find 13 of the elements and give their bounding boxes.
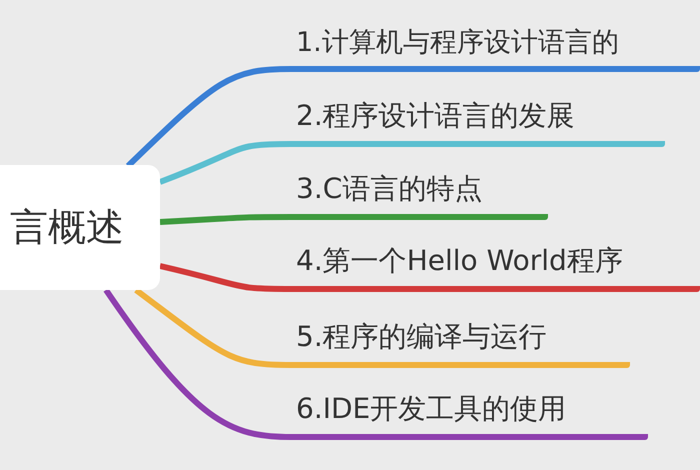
- branch-line: [158, 141, 292, 185]
- branch-topic: 4.第一个Hello World程序: [296, 243, 623, 279]
- branch-line: [159, 263, 292, 292]
- branch-line: [104, 288, 292, 440]
- branch-line: [160, 214, 291, 225]
- branch-topic: 1.计算机与程序设计语言的: [296, 26, 619, 60]
- branch-topic: 3.C语言的特点: [296, 171, 482, 207]
- branch-line: [134, 288, 292, 368]
- branch-topic: 6.IDE开发工具的使用: [296, 391, 566, 427]
- central-topic-box: [0, 165, 160, 290]
- central-topic: 言概述: [10, 204, 124, 251]
- branch-topic: 5.程序的编译与运行: [296, 319, 547, 355]
- branch-topic: 2.程序设计语言的发展: [296, 98, 575, 134]
